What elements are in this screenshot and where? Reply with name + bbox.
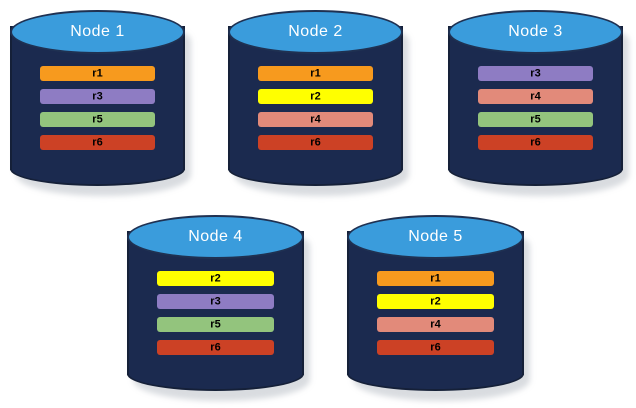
replica-bar[interactable]: r1 (40, 66, 155, 81)
node-cylinder-2[interactable]: Node 2 r1 r2 r4 r6 (228, 10, 409, 196)
node-label: Node 5 (408, 228, 463, 245)
replica-label: r6 (310, 136, 321, 148)
replica-label: r5 (530, 113, 541, 125)
node-label: Node 4 (188, 228, 243, 245)
replica-bar[interactable]: r2 (377, 294, 494, 309)
replica-label: r1 (310, 67, 321, 79)
node-cylinder-5[interactable]: Node 5 r1 r2 r4 r6 (347, 215, 530, 401)
replica-label: r2 (310, 90, 321, 102)
replica-bar[interactable]: r1 (377, 271, 494, 286)
replica-bar[interactable]: r5 (157, 317, 274, 332)
replica-label: r5 (210, 318, 221, 330)
cylinder-top-ellipse: Node 3 (448, 10, 623, 54)
replica-list: r1 r2 r4 r6 (258, 66, 373, 150)
cylinder-top-ellipse: Node 4 (127, 215, 304, 259)
cylinder-body: Node 1 (10, 10, 185, 186)
replica-label: r6 (210, 341, 221, 353)
replica-bar[interactable]: r6 (377, 340, 494, 355)
node-cylinder-3[interactable]: Node 3 r3 r4 r5 r6 (448, 10, 629, 196)
cylinder-top-ellipse: Node 2 (228, 10, 403, 54)
replica-label: r5 (92, 113, 103, 125)
replica-label: r6 (430, 341, 441, 353)
replica-bar[interactable]: r4 (478, 89, 593, 104)
replica-label: r1 (430, 272, 441, 284)
replica-label: r3 (530, 67, 541, 79)
replica-bar[interactable]: r1 (258, 66, 373, 81)
replica-label: r4 (530, 90, 541, 102)
replica-label: r4 (430, 318, 441, 330)
replica-label: r6 (92, 136, 103, 148)
replica-bar[interactable]: r6 (157, 340, 274, 355)
replica-list: r1 r3 r5 r6 (40, 66, 155, 150)
replica-bar[interactable]: r5 (40, 112, 155, 127)
replica-bar[interactable]: r3 (478, 66, 593, 81)
node-label: Node 3 (508, 23, 563, 40)
node-label: Node 2 (288, 23, 343, 40)
replica-label: r2 (430, 295, 441, 307)
replica-bar[interactable]: r5 (478, 112, 593, 127)
replica-label: r2 (210, 272, 221, 284)
replica-list: r2 r3 r5 r6 (157, 271, 274, 355)
replica-bar[interactable]: r6 (40, 135, 155, 150)
replica-bar[interactable]: r3 (157, 294, 274, 309)
node-cylinder-4[interactable]: Node 4 r2 r3 r5 r6 (127, 215, 310, 401)
replica-label: r3 (92, 90, 103, 102)
replica-bar[interactable]: r6 (258, 135, 373, 150)
replica-list: r3 r4 r5 r6 (478, 66, 593, 150)
replica-label: r3 (210, 295, 221, 307)
replica-bar[interactable]: r4 (258, 112, 373, 127)
replica-bar[interactable]: r3 (40, 89, 155, 104)
node-cylinder-1[interactable]: Node 1 r1 r3 r5 r6 (10, 10, 191, 196)
replica-label: r4 (310, 113, 321, 125)
cylinder-top-ellipse: Node 1 (10, 10, 185, 54)
replica-label: r6 (530, 136, 541, 148)
replica-bar[interactable]: r6 (478, 135, 593, 150)
node-label: Node 1 (70, 23, 125, 40)
replica-list: r1 r2 r4 r6 (377, 271, 494, 355)
replica-bar[interactable]: r2 (258, 89, 373, 104)
replica-bar[interactable]: r2 (157, 271, 274, 286)
replica-bar[interactable]: r4 (377, 317, 494, 332)
replica-label: r1 (92, 67, 103, 79)
cylinder-top-ellipse: Node 5 (347, 215, 524, 259)
